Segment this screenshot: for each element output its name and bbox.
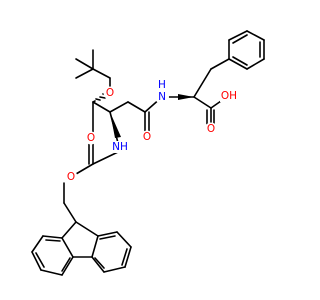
bond: [40, 269, 63, 276]
bond: [75, 58, 94, 70]
molecule-structure: O O N H O OH NH O O: [31, 30, 265, 276]
bond: [109, 101, 129, 113]
bond: [193, 68, 212, 98]
bond: [75, 163, 94, 175]
bond: [124, 246, 132, 268]
amide-hydrogen-label: H: [158, 79, 166, 91]
acid-hydroxyl-label: OH: [221, 90, 237, 102]
molecule-canvas: O O N H O OH NH O O: [31, 30, 265, 276]
carbamate-carbonyl-oxygen-label: O: [87, 132, 95, 144]
bond: [103, 266, 126, 273]
bond: [61, 221, 77, 239]
bond: [75, 221, 99, 237]
bond: [232, 34, 248, 44]
atom-bg: [155, 90, 169, 104]
bond: [232, 56, 248, 66]
bond: [45, 239, 61, 242]
bond: [63, 202, 77, 223]
bond: [121, 248, 128, 266]
bond: [94, 257, 105, 269]
bond: [92, 151, 119, 165]
bonds: [31, 30, 265, 276]
bond: [92, 101, 111, 113]
atom-labels: O O N H O OH NH O O: [64, 79, 238, 184]
bond: [228, 58, 248, 70]
atom-bg: [103, 86, 117, 100]
bond: [61, 257, 71, 272]
bond: [246, 30, 265, 41]
ester-oxygen-label: O: [67, 171, 75, 183]
bond: [91, 235, 99, 258]
atom-bg: [140, 130, 154, 144]
atom-bg: [84, 131, 98, 145]
bond: [127, 101, 146, 113]
atom-bg: [64, 170, 78, 184]
bond: [246, 58, 265, 70]
bond: [31, 235, 44, 253]
bond: [99, 235, 116, 240]
bond: [61, 237, 74, 258]
bond: [97, 231, 118, 237]
bond: [42, 235, 63, 239]
bond: [75, 68, 94, 79]
bond: [193, 96, 212, 109]
wedge-bond: [110, 112, 121, 138]
bond: [31, 251, 42, 271]
bond: [61, 256, 74, 276]
bond: [210, 58, 230, 70]
bond: [92, 68, 111, 79]
bond: [228, 30, 248, 41]
ether-oxygen-label: O: [106, 87, 114, 99]
acid-carbonyl-oxygen-label: O: [207, 123, 215, 135]
stereo-bonds: [92, 93, 194, 138]
bond: [210, 100, 222, 109]
bond: [116, 231, 132, 248]
bond: [35, 252, 45, 268]
atom-bg: [220, 90, 238, 102]
wedge-bond: [178, 94, 194, 100]
atom-bg: [204, 122, 218, 136]
carbamate-nitrogen-label: NH: [112, 141, 128, 153]
bond: [91, 256, 105, 273]
atom-bg: [110, 141, 130, 153]
amide-oxygen-label: O: [143, 131, 151, 143]
amide-nitrogen-label: N: [158, 91, 166, 103]
